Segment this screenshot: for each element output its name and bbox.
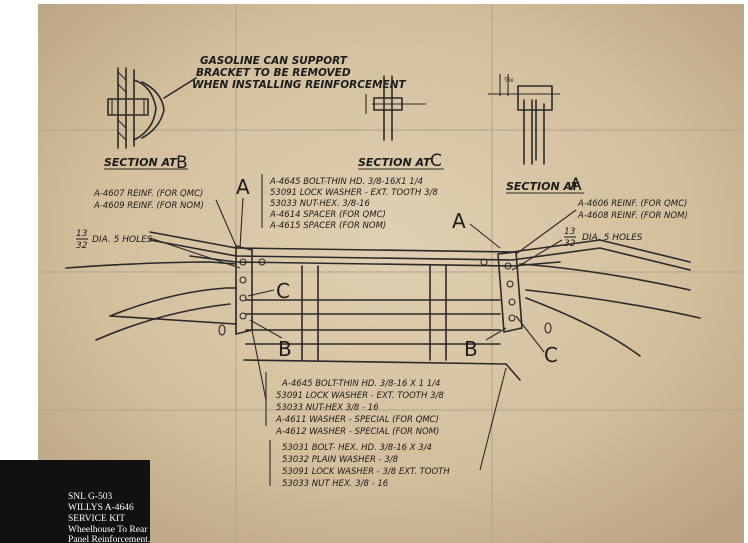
callout-a-left: A (236, 175, 250, 199)
section-b-letter: B (176, 153, 188, 173)
section-b-note-2: BRACKET TO BE REMOVED (196, 67, 351, 79)
wheelhouse-assembly (65, 231, 701, 381)
section-c-label: SECTION AT (358, 156, 432, 169)
section-a-detail (488, 74, 560, 165)
right-reinf-1: A-4606 REINF. (FOR QMC) (577, 199, 687, 209)
holes-left-num: 13 (76, 229, 88, 239)
caption-background (0, 460, 150, 543)
section-b-note-1: GASOLINE CAN SUPPORT (200, 55, 348, 67)
section-a-letter: A (570, 175, 582, 195)
callout-a-right: A (452, 209, 466, 233)
section-b-detail (107, 67, 197, 149)
section-b-note-3: WHEN INSTALLING REINFORCEMENT (192, 79, 406, 91)
parts-mid-2: 53091 LOCK WASHER - EXT. TOOTH 3/8 (276, 391, 444, 401)
parts-mid-1: A-4645 BOLT-THIN HD. 3/8-16 X 1 1/4 (281, 379, 440, 389)
caption-line-4: Wheelhouse To Rear (68, 525, 148, 535)
parts-mid-5: A-4612 WASHER - SPECIAL (FOR NOM) (275, 427, 439, 437)
section-a-label: SECTION AT (506, 180, 580, 193)
holes-left-text: DIA. 5 HOLES (92, 235, 153, 245)
parts-bottom-4: 53033 NUT HEX. 3/8 - 16 (282, 479, 389, 489)
section-b-label: SECTION AT (104, 156, 178, 169)
section-c-detail (365, 75, 426, 141)
right-reinf-2: A-4608 REINF. (FOR NOM) (577, 211, 688, 221)
paper-background (38, 4, 744, 543)
caption-line-3: SERVICE KIT (68, 514, 125, 524)
callout-b-right: B (464, 337, 478, 361)
parts-top-1: A-4645 BOLT-THIN HD. 3/8-16X1 1/4 (269, 177, 423, 187)
section-c-letter: C (430, 151, 442, 171)
left-reinf-2: A-4609 REINF. (FOR NOM) (93, 201, 204, 211)
parts-bottom-2: 53032 PLAIN WASHER - 3/8 (282, 455, 399, 465)
parts-list-middle: A-4645 BOLT-THIN HD. 3/8-16 X 1 1/4 5309… (251, 329, 444, 437)
caption-line-5: Panel Reinforcement. (68, 534, 150, 543)
callout-b-left: B (278, 337, 292, 361)
parts-mid-3: 53033 NUT-HEX 3/8 - 16 (276, 403, 379, 413)
section-a-dimension: ⁵⁄₁₆ (504, 76, 514, 84)
holes-right-den: 32 (564, 239, 576, 249)
holes-right-num: 13 (564, 227, 576, 237)
parts-top-2: 53091 LOCK WASHER - EXT. TOOTH 3/8 (270, 188, 438, 198)
caption-line-2: WILLYS A-4646 (68, 503, 134, 513)
holes-right-text: DIA. 5 HOLES (582, 233, 643, 243)
holes-left-den: 32 (76, 241, 88, 251)
callout-c-right: C (544, 343, 558, 367)
parts-top-3: 53033 NUT-HEX. 3/8-16 (270, 199, 371, 209)
parts-top-5: A-4615 SPACER (FOR NOM) (269, 221, 386, 231)
parts-list-top: A-4645 BOLT-THIN HD. 3/8-16X1 1/4 53091 … (261, 174, 438, 231)
parts-bottom-3: 53091 LOCK WASHER - 3/8 EXT. TOOTH (282, 467, 450, 477)
caption-line-1: SNL G-503 (68, 492, 112, 502)
left-reinf-1: A-4607 REINF. (FOR QMC) (93, 189, 203, 199)
parts-list-bottom: 53031 BOLT- HEX. HD. 3/8-16 X 3/4 53032 … (269, 367, 507, 489)
parts-bottom-1: 53031 BOLT- HEX. HD. 3/8-16 X 3/4 (282, 443, 432, 453)
parts-mid-4: A-4611 WASHER - SPECIAL (FOR QMC) (275, 415, 439, 425)
parts-top-4: A-4614 SPACER (FOR QMC) (269, 210, 386, 220)
callout-c-left: C (276, 279, 290, 303)
